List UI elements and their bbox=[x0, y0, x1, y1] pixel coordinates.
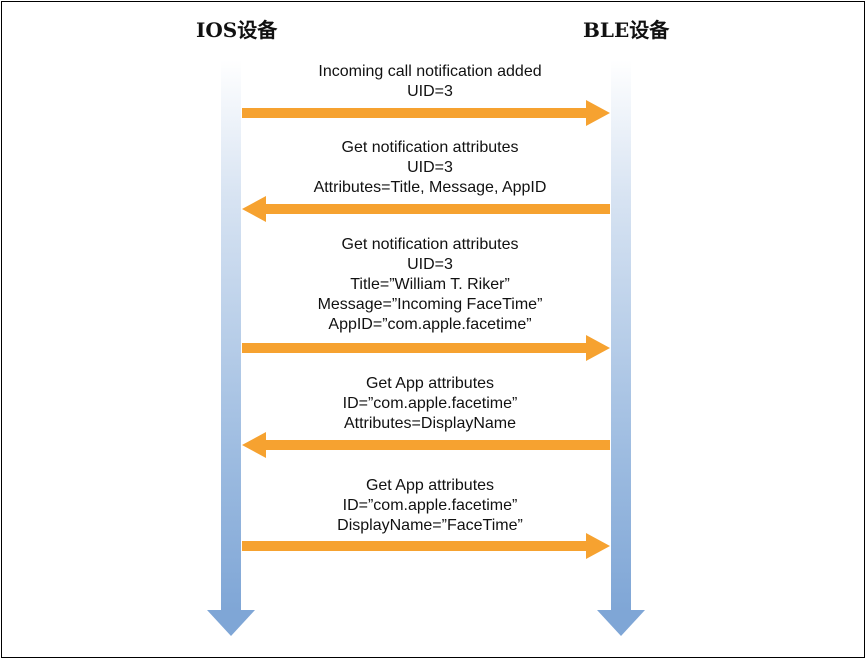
message-2-line-2: UID=3 bbox=[407, 159, 453, 176]
arrow-left-shape bbox=[242, 432, 610, 458]
message-4-line-2: ID=”com.apple.facetime” bbox=[342, 395, 518, 412]
message-4-line-3: Attributes=DisplayName bbox=[343, 415, 517, 432]
message-3-line-2: UID=3 bbox=[407, 256, 453, 273]
message-5-line-2: ID=”com.apple.facetime” bbox=[342, 497, 518, 514]
message-1-arrow bbox=[242, 100, 610, 126]
message-5-arrow bbox=[242, 533, 610, 559]
ios-lifeline-arrowhead bbox=[207, 610, 255, 636]
message-3-line-4: Message=”Incoming FaceTime” bbox=[317, 296, 543, 313]
message-5-label: Get App attributes ID=”com.apple.facetim… bbox=[240, 476, 620, 536]
arrow-left-shape bbox=[242, 196, 610, 222]
message-4-label: Get App attributes ID=”com.apple.facetim… bbox=[240, 374, 620, 434]
actor-ios-device: IOS设备 bbox=[196, 18, 278, 42]
message-3-arrow bbox=[242, 335, 610, 361]
message-1-line-2: UID=3 bbox=[407, 83, 453, 100]
message-5-line-1: Get App attributes bbox=[365, 477, 495, 494]
arrow-right-shape bbox=[242, 533, 610, 559]
message-3-line-5: AppID=”com.apple.facetime” bbox=[328, 316, 532, 333]
message-4-line-1: Get App attributes bbox=[365, 375, 495, 392]
ble-lifeline-arrowhead bbox=[597, 610, 645, 636]
ios-lifeline bbox=[221, 60, 241, 612]
message-5-line-3: DisplayName=”FaceTime” bbox=[337, 517, 523, 534]
ble-lifeline bbox=[611, 60, 631, 612]
message-1-label: Incoming call notification added UID=3 bbox=[240, 62, 620, 102]
message-4-arrow bbox=[242, 432, 610, 458]
message-1-line-1: Incoming call notification added bbox=[318, 63, 542, 80]
message-2-line-3: Attributes=Title, Message, AppID bbox=[313, 179, 547, 196]
arrow-right-shape bbox=[242, 335, 610, 361]
message-2-line-1: Get notification attributes bbox=[341, 139, 519, 156]
message-2-label: Get notification attributes UID=3 Attrib… bbox=[240, 138, 620, 198]
message-3-label: Get notification attributes UID=3 Title=… bbox=[240, 235, 620, 335]
arrow-right-shape bbox=[242, 100, 610, 126]
message-3-line-3: Title=”William T. Riker” bbox=[350, 276, 510, 293]
message-2-arrow bbox=[242, 196, 610, 222]
message-3-line-1: Get notification attributes bbox=[341, 236, 519, 253]
actor-ble-device: BLE设备 bbox=[583, 18, 670, 42]
